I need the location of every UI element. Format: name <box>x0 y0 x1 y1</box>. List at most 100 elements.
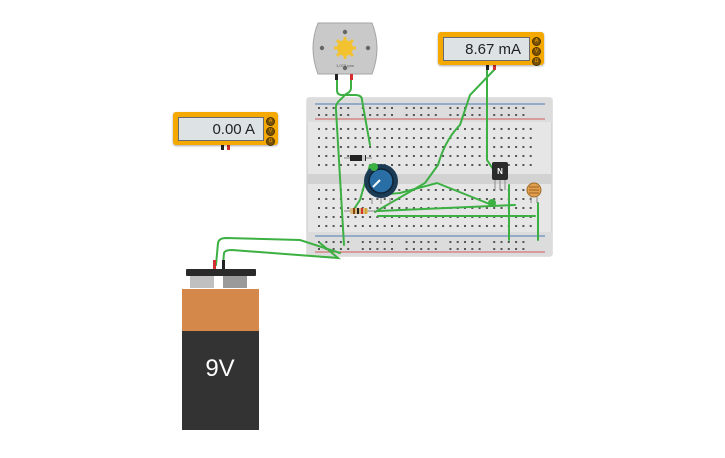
breadboard-hole[interactable] <box>420 128 423 130</box>
breadboard-hole[interactable] <box>347 198 350 200</box>
breadboard-hole[interactable] <box>412 146 415 148</box>
breadboard-hole[interactable] <box>522 146 525 148</box>
breadboard-hole[interactable] <box>434 137 437 139</box>
breadboard-hole[interactable] <box>500 189 503 191</box>
breadboard-hole[interactable] <box>464 198 466 200</box>
breadboard-hole[interactable] <box>529 164 532 166</box>
breadboard-hole[interactable] <box>478 128 481 130</box>
diode[interactable] <box>344 155 372 161</box>
breadboard-hole[interactable] <box>354 216 357 218</box>
breadboard-hole[interactable] <box>471 189 474 191</box>
breadboard-hole[interactable] <box>471 114 474 116</box>
wire-motor-to-rail[interactable] <box>334 77 352 246</box>
breadboard-hole[interactable] <box>398 128 401 130</box>
breadboard-hole[interactable] <box>515 198 518 200</box>
breadboard-hole[interactable] <box>376 114 379 116</box>
breadboard-hole[interactable] <box>500 128 503 130</box>
breadboard-hole[interactable] <box>391 164 393 166</box>
breadboard-hole[interactable] <box>420 107 423 109</box>
breadboard-hole[interactable] <box>515 107 518 109</box>
breadboard-hole[interactable] <box>420 155 423 157</box>
breadboard-hole[interactable] <box>354 189 357 191</box>
breadboard-hole[interactable] <box>456 198 459 200</box>
breadboard-hole[interactable] <box>478 155 481 157</box>
breadboard-hole[interactable] <box>398 225 401 227</box>
breadboard-hole[interactable] <box>478 207 481 209</box>
breadboard-hole[interactable] <box>493 128 496 130</box>
breadboard-hole[interactable] <box>427 164 430 166</box>
breadboard-hole[interactable] <box>369 146 372 148</box>
breadboard-hole[interactable] <box>318 107 320 109</box>
breadboard-hole[interactable] <box>405 155 408 157</box>
mode-volts-button[interactable]: V <box>266 127 275 136</box>
breadboard-hole[interactable] <box>464 248 466 250</box>
breadboard-hole[interactable] <box>478 225 481 227</box>
breadboard-hole[interactable] <box>522 107 525 109</box>
breadboard-hole[interactable] <box>412 155 415 157</box>
breadboard-hole[interactable] <box>478 114 481 116</box>
breadboard-hole[interactable] <box>361 146 364 148</box>
breadboard-hole[interactable] <box>493 241 496 243</box>
breadboard-hole[interactable] <box>369 137 372 139</box>
breadboard-hole[interactable] <box>434 164 437 166</box>
breadboard-hole[interactable] <box>493 207 496 209</box>
breadboard-hole[interactable] <box>493 198 496 200</box>
breadboard-hole[interactable] <box>478 241 481 243</box>
breadboard-hole[interactable] <box>339 164 342 166</box>
breadboard-hole[interactable] <box>398 164 401 166</box>
breadboard-hole[interactable] <box>325 114 328 116</box>
breadboard-hole[interactable] <box>456 128 459 130</box>
mode-volts-button[interactable]: V <box>532 47 541 56</box>
breadboard-hole[interactable] <box>339 216 342 218</box>
breadboard-hole[interactable] <box>383 248 386 250</box>
breadboard-hole[interactable] <box>522 189 525 191</box>
breadboard-hole[interactable] <box>347 248 350 250</box>
breadboard-hole[interactable] <box>369 114 372 116</box>
breadboard-hole[interactable] <box>405 107 408 109</box>
breadboard-hole[interactable] <box>456 189 459 191</box>
breadboard-hole[interactable] <box>471 248 474 250</box>
breadboard-hole[interactable] <box>485 225 488 227</box>
breadboard-hole[interactable] <box>376 248 379 250</box>
breadboard-hole[interactable] <box>318 128 320 130</box>
breadboard-hole[interactable] <box>507 107 510 109</box>
breadboard-hole[interactable] <box>361 137 364 139</box>
breadboard-hole[interactable] <box>515 155 518 157</box>
breadboard-hole[interactable] <box>464 137 466 139</box>
breadboard-hole[interactable] <box>332 114 335 116</box>
breadboard-hole[interactable] <box>361 114 364 116</box>
breadboard-hole[interactable] <box>515 189 518 191</box>
breadboard-hole[interactable] <box>354 146 357 148</box>
breadboard-hole[interactable] <box>383 225 386 227</box>
mode-ohms-button[interactable]: Ω <box>532 57 541 66</box>
breadboard-hole[interactable] <box>500 248 503 250</box>
breadboard-hole[interactable] <box>354 225 357 227</box>
breadboard-hole[interactable] <box>361 198 364 200</box>
breadboard-hole[interactable] <box>515 114 518 116</box>
breadboard-hole[interactable] <box>464 189 466 191</box>
breadboard-hole[interactable] <box>420 189 423 191</box>
breadboard-hole[interactable] <box>398 146 401 148</box>
breadboard-hole[interactable] <box>318 155 320 157</box>
breadboard-hole[interactable] <box>507 164 510 166</box>
breadboard-hole[interactable] <box>500 198 503 200</box>
breadboard-hole[interactable] <box>398 207 401 209</box>
breadboard-hole[interactable] <box>529 128 532 130</box>
wire-motor-to-diode[interactable] <box>336 77 371 146</box>
breadboard-hole[interactable] <box>522 164 525 166</box>
breadboard-hole[interactable] <box>515 248 518 250</box>
breadboard-hole[interactable] <box>456 107 459 109</box>
breadboard-hole[interactable] <box>318 189 320 191</box>
breadboard-hole[interactable] <box>485 207 488 209</box>
breadboard-hole[interactable] <box>427 225 430 227</box>
breadboard-hole[interactable] <box>478 164 481 166</box>
breadboard-hole[interactable] <box>391 198 393 200</box>
breadboard-hole[interactable] <box>434 241 437 243</box>
breadboard-hole[interactable] <box>376 107 379 109</box>
breadboard-hole[interactable] <box>522 225 525 227</box>
breadboard-hole[interactable] <box>391 128 393 130</box>
breadboard-hole[interactable] <box>325 164 328 166</box>
breadboard-hole[interactable] <box>500 114 503 116</box>
breadboard-hole[interactable] <box>442 164 445 166</box>
wire-ma-meter-pot[interactable] <box>374 69 495 213</box>
